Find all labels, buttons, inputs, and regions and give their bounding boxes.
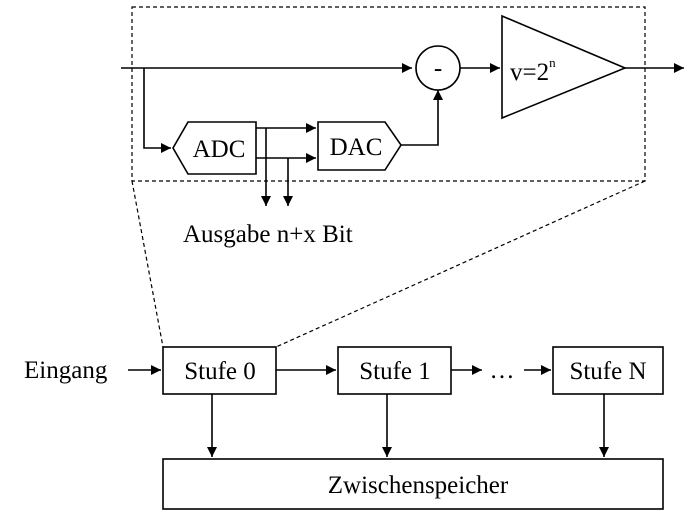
- dac-block: [317, 121, 402, 171]
- stage-0-label: Stufe 0: [184, 358, 256, 385]
- ellipsis: …: [490, 357, 515, 384]
- zoom-line-right: [275, 180, 646, 348]
- stage-0-block: [162, 346, 277, 395]
- buffer-block: [162, 458, 664, 510]
- input-label: Eingang: [24, 357, 108, 384]
- amplifier-label: v=2n: [510, 55, 556, 86]
- adc-label: ADC: [193, 136, 246, 163]
- subtractor-label: -: [434, 55, 442, 82]
- buffer-label: Zwischenspeicher: [328, 472, 509, 499]
- amplifier-block: [501, 14, 628, 120]
- dac-subtract-line: [401, 90, 443, 146]
- adc-block: [172, 121, 257, 175]
- dac-label: DAC: [330, 134, 383, 161]
- stage-1-label: Stufe 1: [359, 358, 431, 385]
- adc-branch-line: [143, 68, 171, 153]
- stage-n-block: [552, 346, 664, 395]
- stage-n-label: Stufe N: [569, 358, 646, 385]
- output-bits-label: Ausgabe n+x Bit: [183, 221, 353, 248]
- zoom-line-left: [131, 180, 164, 348]
